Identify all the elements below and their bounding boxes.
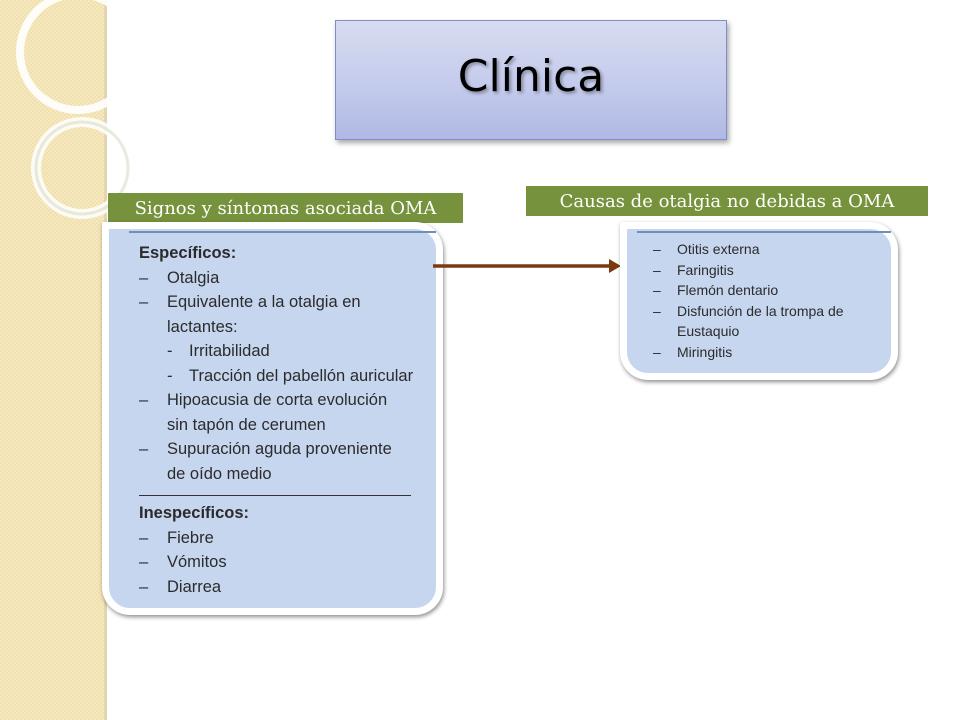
list-bullet: – xyxy=(139,528,149,547)
page-title: Clínica xyxy=(457,50,605,102)
list-item: –Otitis externa xyxy=(653,239,844,260)
nonspecific-list: Inespecíficos: –Fiebre–Vómitos–Diarrea xyxy=(139,501,249,599)
specific-header: Específicos: xyxy=(139,244,237,262)
list-bullet: – xyxy=(653,261,661,278)
list-item: –Supuración aguda proveniente de oído med… xyxy=(139,437,413,486)
title-box: Clínica xyxy=(335,20,727,140)
list-item-text: Hipoacusia de corta evolución xyxy=(167,391,388,409)
list-item: –Faringitis xyxy=(653,260,844,281)
list-item: –Diarrea xyxy=(139,575,249,600)
list-item-text: Otitis externa xyxy=(677,241,760,257)
list-item-text: Supuración aguda proveniente xyxy=(167,440,392,458)
list-item: –Flemón dentario xyxy=(653,280,844,301)
list-item-text: sin tapón de cerumen xyxy=(167,415,326,434)
list-bullet: – xyxy=(653,241,661,257)
list-item-text: Fiebre xyxy=(167,528,214,547)
list-item: -Tracción del pabellón auricular xyxy=(139,364,413,389)
list-bullet: – xyxy=(653,343,661,360)
otalgia-causes-panel: –Otitis externa–Faringitis–Flemón dentar… xyxy=(620,222,898,380)
nonspecific-header: Inespecíficos: xyxy=(139,504,250,522)
list-bullet: – xyxy=(653,302,661,319)
list-item-text: Disfunción de la trompa de xyxy=(677,302,844,319)
list-bullet: - xyxy=(167,342,173,360)
list-item-text: Otalgia xyxy=(167,268,220,287)
list-item-text: Tracción del pabellón auricular xyxy=(189,366,414,385)
list-bullet: – xyxy=(139,391,149,409)
list-item: –Vómitos xyxy=(139,550,249,575)
list-item-text: Eustaquio xyxy=(677,323,740,339)
list-item: –Equivalente a la otalgia en lactantes: xyxy=(139,290,413,339)
list-item-text: Faringitis xyxy=(677,261,734,278)
list-bullet: – xyxy=(139,293,149,311)
decorative-circles-icon xyxy=(16,0,130,219)
list-item-text: Irritabilidad xyxy=(189,342,270,360)
list-item-text: Diarrea xyxy=(167,577,222,596)
specific-list: Específicos: –Otalgia–Equivalente a la o… xyxy=(139,241,413,486)
list-item: –Hipoacusia de corta evolución sin tapón … xyxy=(139,388,413,437)
list-item-text: Flemón dentario xyxy=(677,282,779,298)
panel-top-line xyxy=(637,231,891,233)
list-item-text: de oído medio xyxy=(167,464,272,483)
list-item: –Otalgia xyxy=(139,266,413,291)
label-signs-symptoms: Signos y síntomas asociada OMA xyxy=(108,193,463,223)
list-bullet: – xyxy=(139,268,149,287)
label-otalgia-causes: Causas de otalgia no debidas a OMA xyxy=(526,186,928,216)
section-divider xyxy=(139,495,411,496)
arrow-right-icon xyxy=(433,259,621,273)
list-bullet: – xyxy=(653,282,661,298)
list-item-text: Equivalente a la otalgia en xyxy=(167,293,361,311)
list-item-text: Vómitos xyxy=(167,553,227,571)
list-item: –Fiebre xyxy=(139,526,249,551)
list-item: –Disfunción de la trompa de Eustaquio xyxy=(653,301,844,342)
list-bullet: – xyxy=(139,553,149,571)
panel-top-line xyxy=(129,231,436,233)
list-item: –Miringitis xyxy=(653,342,844,363)
otalgia-causes-list: –Otitis externa–Faringitis–Flemón dentar… xyxy=(653,239,844,362)
list-item-text: Miringitis xyxy=(677,343,733,360)
list-bullet: - xyxy=(167,366,173,385)
list-bullet: – xyxy=(139,577,149,596)
list-bullet: – xyxy=(139,440,149,458)
signs-symptoms-panel: Específicos: –Otalgia–Equivalente a la o… xyxy=(102,222,443,615)
list-item-text: lactantes: xyxy=(167,317,238,336)
list-item: -Irritabilidad xyxy=(139,339,413,364)
